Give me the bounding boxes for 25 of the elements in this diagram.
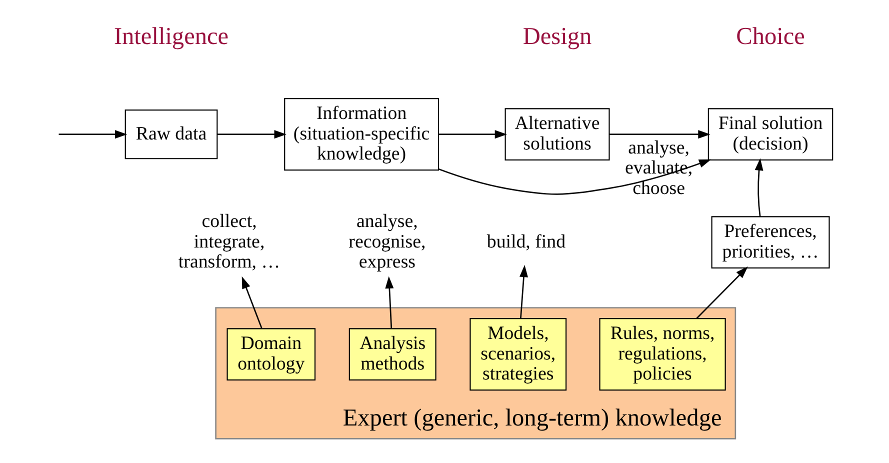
label: Design xyxy=(522,22,592,50)
node-box: Rules, norms, regulations, policies xyxy=(598,318,726,391)
arrow xyxy=(754,158,763,217)
arrow xyxy=(438,159,711,195)
node-box: Information (situation-specific knowledge) xyxy=(284,98,439,171)
node-box: Models, scenarios, strategies xyxy=(469,318,566,391)
node-box: Raw data xyxy=(124,110,218,160)
arrow xyxy=(241,276,262,328)
arrow xyxy=(438,130,506,139)
arrow xyxy=(384,276,394,328)
node-box: Alternative solutions xyxy=(504,108,610,160)
edge-label: analyse, evaluate, choose xyxy=(624,137,692,199)
node-text: analyse, recognise, express xyxy=(348,211,426,273)
node-box: Final solution (decision) xyxy=(707,108,833,160)
label: Intelligence xyxy=(113,22,228,50)
arrow xyxy=(58,130,127,139)
node-text: build, find xyxy=(486,231,566,252)
arrow xyxy=(519,264,528,318)
arrow xyxy=(608,130,710,139)
node-box: Preferences, priorities, … xyxy=(710,216,830,268)
node-box: Analysis methods xyxy=(348,328,436,380)
node-box: Domain ontology xyxy=(226,328,316,380)
node-text: collect, integrate, transform, … xyxy=(178,211,280,273)
arrow xyxy=(216,130,286,139)
label: Choice xyxy=(736,22,804,50)
